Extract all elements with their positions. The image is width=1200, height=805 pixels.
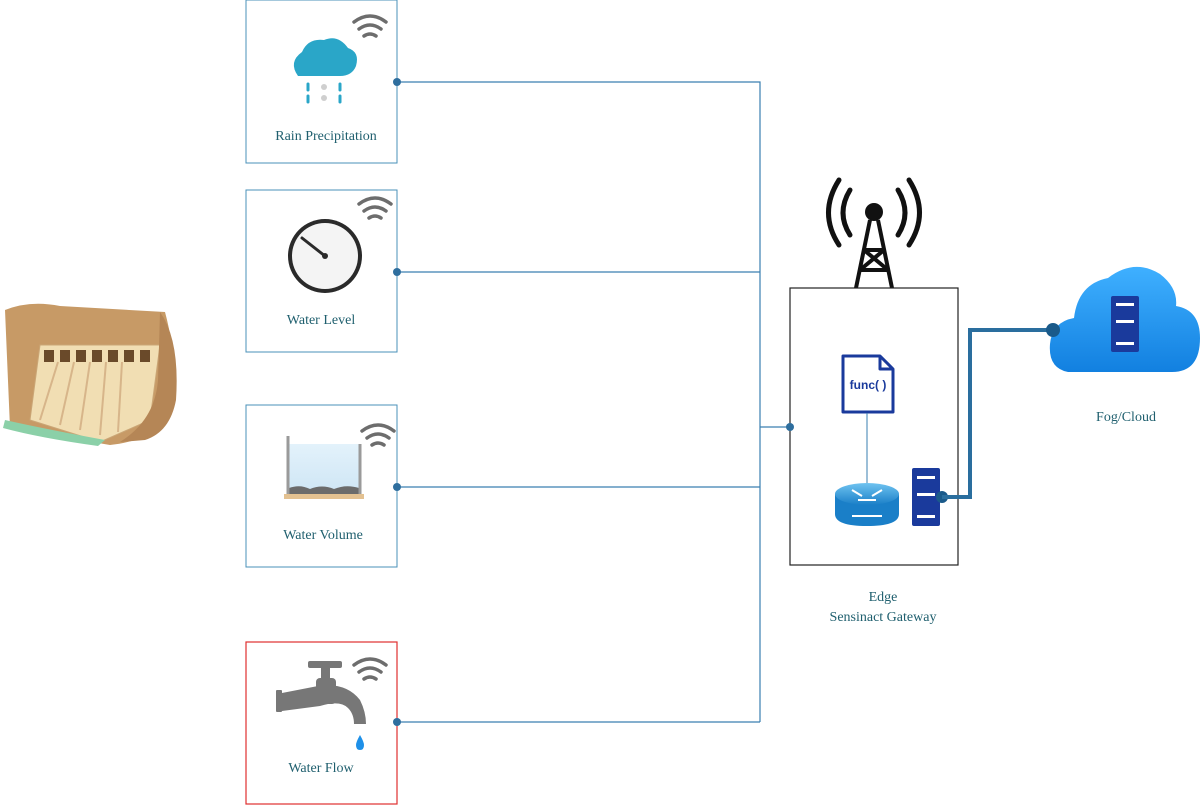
cloud-server-unit-icon <box>1111 296 1139 352</box>
sensor-label-rain: Rain Precipitation <box>275 129 376 144</box>
sensor-card-rain <box>245 0 398 164</box>
faucet-icon <box>276 661 366 724</box>
cloud-label: Fog/Cloud <box>1096 410 1156 425</box>
sensor-label-volume: Water Volume <box>283 528 363 543</box>
server-icon <box>912 468 940 526</box>
sensor-flow[interactable]: Water Flow <box>245 641 401 805</box>
sensor-label-level: Water Level <box>287 313 356 328</box>
sensor-level[interactable]: Water Level <box>245 189 401 353</box>
gauge-icon <box>288 219 362 293</box>
cloud-connector <box>942 328 1053 499</box>
connector-lines <box>397 81 790 723</box>
sensor-port-volume[interactable] <box>393 483 401 491</box>
sensor-label-flow: Water Flow <box>288 761 354 776</box>
tank-icon <box>284 436 364 499</box>
gateway-label-line1: Edge <box>869 590 898 605</box>
sensor-rain[interactable]: Rain Precipitation <box>245 0 401 164</box>
water-drop-icon <box>356 735 364 750</box>
antenna-tower-icon <box>826 177 922 289</box>
dam-icon <box>3 303 177 446</box>
rain-connector <box>397 81 761 722</box>
sensor-volume[interactable]: Water Volume <box>245 404 401 568</box>
edge-gateway[interactable]: func( ) <box>786 287 959 566</box>
rain-cloud-icon <box>293 38 357 104</box>
sensor-port-level[interactable] <box>393 268 401 276</box>
router-icon <box>835 483 899 526</box>
gateway-label-line2: Sensinact Gateway <box>830 610 937 625</box>
wifi-icon <box>360 423 396 447</box>
function-file-icon: func( ) <box>841 354 895 414</box>
function-text: func( ) <box>850 378 887 392</box>
cloud-port[interactable] <box>1046 323 1060 337</box>
wifi-icon <box>352 657 388 681</box>
sensor-port-flow[interactable] <box>393 718 401 726</box>
cloud-server-icon[interactable] <box>1046 266 1200 372</box>
gateway-port[interactable] <box>786 423 794 431</box>
wifi-icon <box>357 196 393 220</box>
wifi-icon <box>352 14 388 38</box>
sensor-port-rain[interactable] <box>393 78 401 86</box>
